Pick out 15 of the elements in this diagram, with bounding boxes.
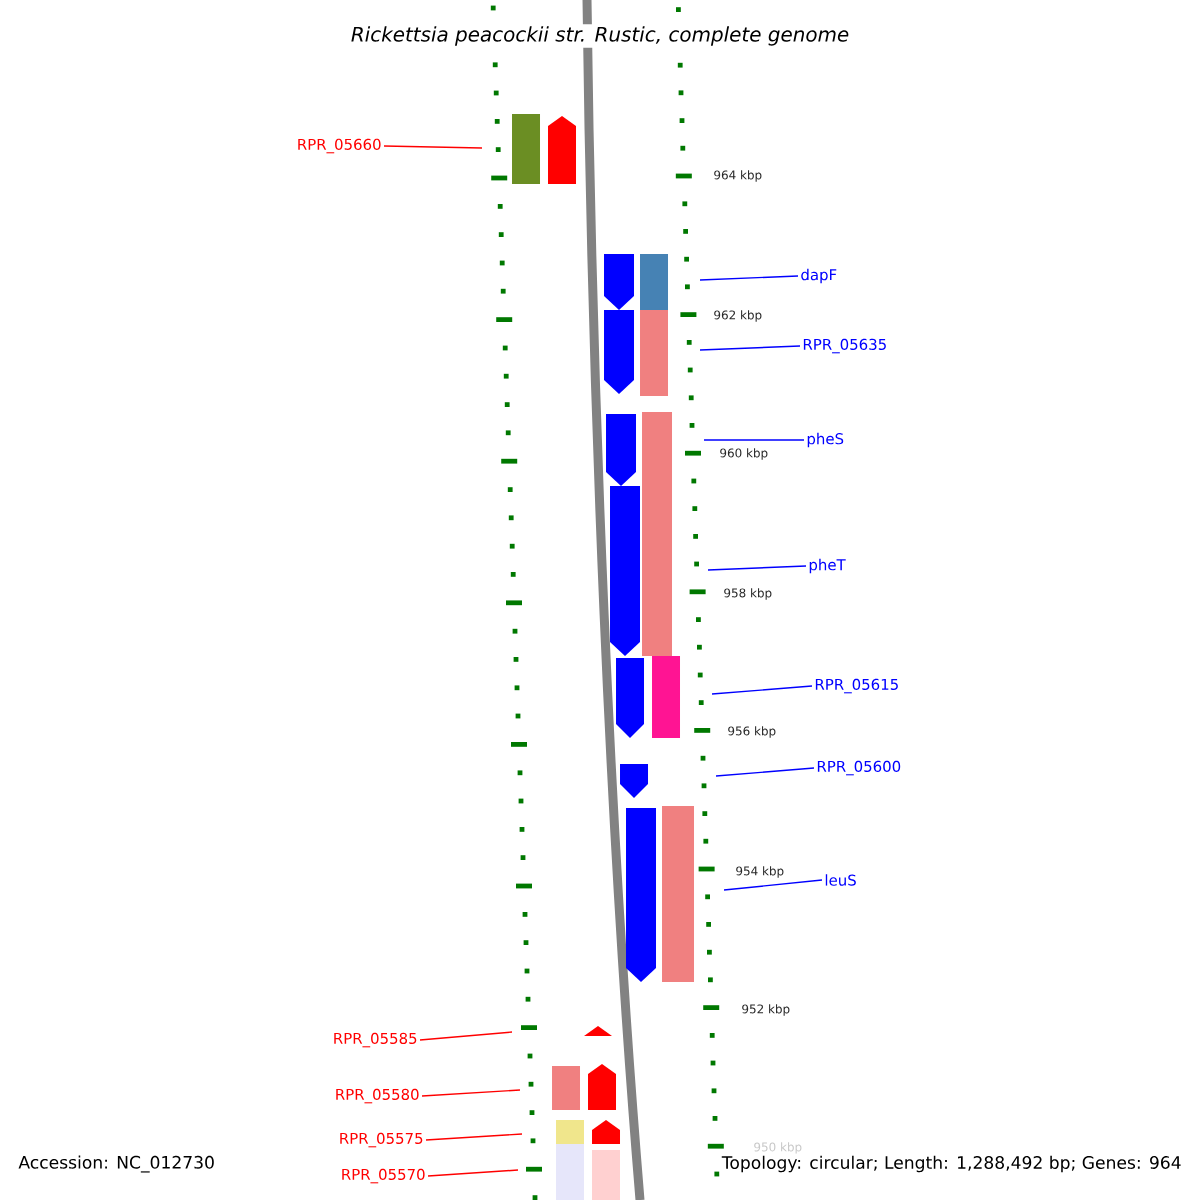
leader-line [699, 345, 801, 351]
leader-line [425, 1133, 523, 1141]
leader-line [715, 767, 815, 777]
footer-text: Topology: circular; Length: 1,288,492 bp; Genes: 964 [719, 1153, 1184, 1175]
leader-line [427, 1169, 519, 1177]
leader-line [421, 1089, 521, 1097]
leader-line [711, 685, 813, 695]
footer-text: Accession: NC_012730 [18, 1155, 214, 1173]
leader-line [723, 879, 823, 891]
leader-line [699, 275, 799, 281]
leader-line [383, 145, 483, 149]
leader-line [707, 565, 807, 571]
leader-line [703, 439, 805, 441]
title: Rickettsia peacockii str. Rustic, complete genome [348, 24, 852, 48]
leader-line [419, 1031, 513, 1041]
